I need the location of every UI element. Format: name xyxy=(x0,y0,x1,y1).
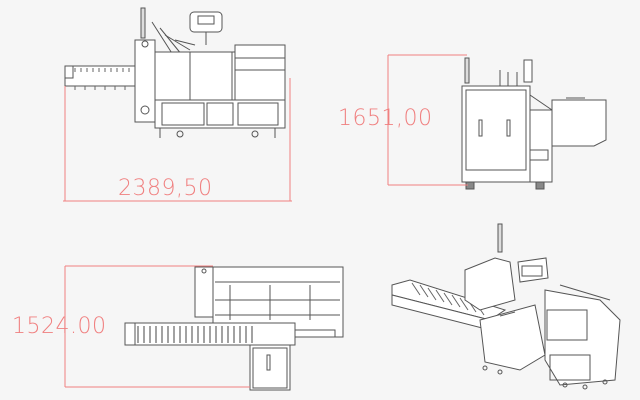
isometric-view xyxy=(391,223,621,390)
dimension-label-width: 1524.00 xyxy=(12,314,107,339)
top-plan-view xyxy=(124,266,344,391)
dimension-line-height xyxy=(387,54,468,186)
side-elevation-view xyxy=(461,57,607,190)
front-elevation-view xyxy=(64,7,286,138)
dimension-line-width xyxy=(64,265,250,388)
dimension-label-height: 1651,00 xyxy=(338,106,433,131)
dimension-label-length: 2389,50 xyxy=(118,176,213,201)
dimension-line-length xyxy=(63,78,292,202)
